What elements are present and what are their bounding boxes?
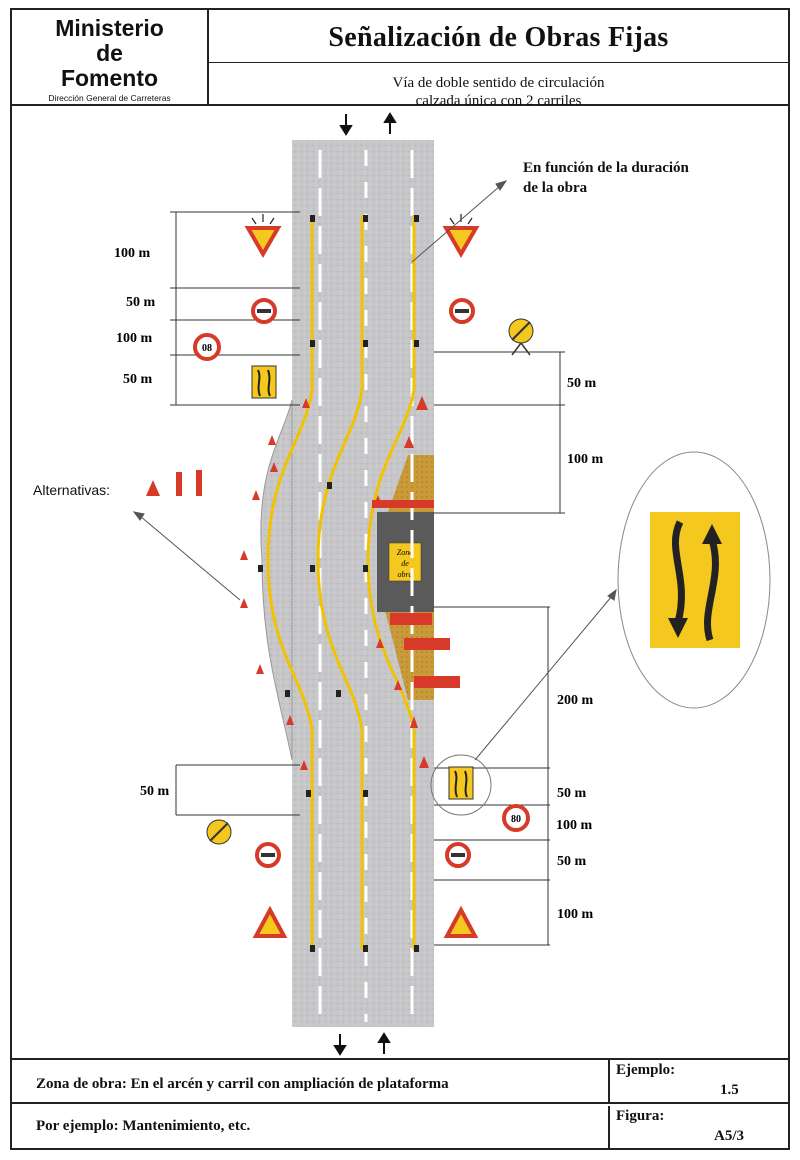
sign-roadworks-bottom-left: [252, 905, 288, 938]
sign-no-overtaking-bottom-left: [255, 842, 281, 868]
direction-arrows-bottom: [333, 1032, 391, 1056]
ejemplo-cell: Ejemplo: 1.5: [608, 1060, 788, 1104]
dim-right-5: 50 m: [557, 854, 587, 869]
pointer-lines: [132, 180, 617, 761]
ejemplo-value: 1.5: [720, 1082, 739, 1098]
title-divider: [209, 62, 788, 63]
dim-left-4: 50 m: [140, 784, 170, 799]
ministry-line1: Ministerio: [55, 15, 164, 41]
subtitle-line2: calzada única con 2 carriles: [415, 93, 582, 109]
footer: Zona de obra: En el arcén y carril con a…: [12, 1058, 788, 1150]
sign-deviation-bottom: [448, 766, 474, 800]
left-dimension-lines: [170, 211, 300, 816]
deviation-sign-large: [650, 512, 740, 648]
zone-description: Zona de obra: En el arcén y carril con a…: [36, 1076, 449, 1092]
sign-end-restriction-top: [508, 318, 534, 356]
ministry-line3: Fomento: [60, 65, 159, 91]
yellow-line-center: [316, 215, 364, 950]
sign-no-overtaking-right: [449, 298, 475, 324]
ministry-line2: de: [96, 40, 123, 66]
deviation-callout-circle: [430, 754, 492, 816]
sign-end-restriction-bottom: [206, 819, 232, 845]
footer-example-row: Por ejemplo: Mantenimiento, etc.: [12, 1106, 608, 1150]
dim-right-0: 50 m: [567, 376, 597, 391]
speed-limit-bottom-text: 80: [511, 814, 521, 825]
sign-speed-limit-top: 08: [193, 333, 221, 361]
direction-arrows-top: [339, 112, 397, 136]
dim-right-6: 100 m: [557, 907, 594, 922]
work-zone-label-3: obra: [397, 570, 412, 579]
title-block: Señalización de Obras Fijas Vía de doble…: [209, 10, 788, 109]
ministry-subtitle: Dirección General de Carreteras: [48, 93, 171, 103]
deviation-detail-ellipse: [617, 451, 771, 709]
dim-right-2: 200 m: [557, 693, 594, 708]
dim-left-0: 100 m: [114, 246, 151, 261]
road-studs: [258, 215, 419, 952]
dim-right-4: 100 m: [556, 818, 593, 833]
cones: [240, 396, 429, 770]
example-description: Por ejemplo: Mantenimiento, etc.: [36, 1118, 251, 1134]
figura-label: Figura:: [616, 1108, 665, 1124]
dim-left-3: 50 m: [123, 372, 153, 387]
ejemplo-label: Ejemplo:: [616, 1062, 676, 1078]
sign-no-overtaking-bottom-right: [445, 842, 471, 868]
subtitle-line1: Vía de doble sentido de circulación: [392, 75, 605, 91]
page-title: Señalización de Obras Fijas: [328, 22, 669, 53]
ministry-block: Ministerio de Fomento Dirección General …: [12, 10, 209, 106]
speed-limit-top-text: 08: [202, 343, 212, 354]
barriers-bottom: [390, 613, 460, 688]
sign-roadworks-top-left: [244, 214, 282, 259]
sign-roadworks-top-right: [442, 214, 480, 259]
work-zone-label-2: de: [401, 559, 409, 568]
dim-left-1: 50 m: [126, 295, 156, 310]
platform-widening: [260, 399, 293, 761]
yellow-line-left: [266, 215, 314, 950]
work-zone-label-1: Zona: [397, 548, 413, 557]
work-zone-label-box: [388, 542, 422, 582]
dim-right-3: 50 m: [557, 786, 587, 801]
yellow-line-right: [366, 215, 416, 950]
barrier-top: [372, 500, 434, 508]
dim-right-1: 100 m: [567, 452, 604, 467]
sign-no-overtaking-left: [251, 298, 277, 324]
alternative-devices: [146, 470, 202, 496]
sign-deviation-top: [251, 365, 277, 399]
figura-cell: Figura: A5/3: [608, 1106, 788, 1150]
sign-roadworks-bottom-right: [443, 905, 479, 938]
sheet-frame: [10, 8, 790, 1150]
alternatives-label: Alternativas:: [33, 482, 111, 498]
right-dimension-lines: [434, 351, 565, 946]
duration-note: En función de la duración de la obra: [523, 160, 689, 196]
sign-speed-limit-bottom: 80: [502, 804, 530, 832]
figura-value: A5/3: [714, 1128, 744, 1144]
footer-zone-row: Zona de obra: En el arcén y carril con a…: [12, 1060, 608, 1104]
dim-left-2: 100 m: [116, 331, 153, 346]
